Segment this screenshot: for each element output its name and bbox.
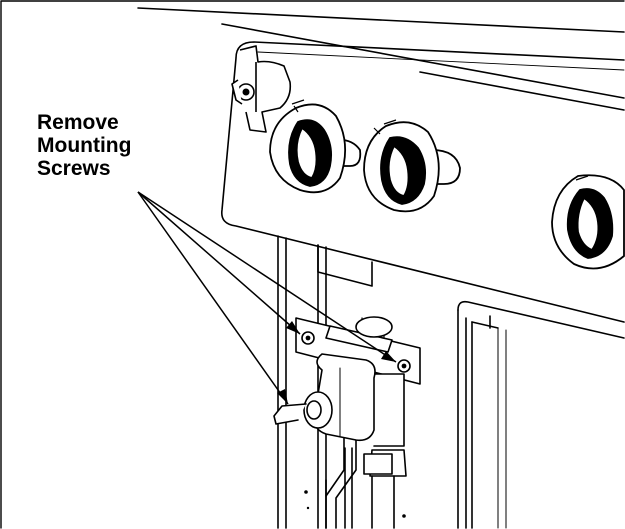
arrowhead	[277, 389, 288, 404]
door-panel	[457, 300, 625, 529]
gas-valve-icon	[273, 353, 407, 529]
arrowhead	[286, 321, 300, 334]
valve-bracket	[295, 316, 421, 385]
leader-lines	[137, 191, 397, 405]
arrowhead	[381, 351, 396, 362]
lid-edge	[137, 7, 625, 111]
callout-line-remove: Remove	[37, 111, 119, 134]
control-knob-icon	[269, 99, 362, 194]
control-knob-icon	[363, 119, 461, 213]
control-panel	[220, 41, 625, 323]
arrowheads	[277, 321, 396, 404]
callout-line-mounting: Mounting	[37, 134, 132, 157]
callout-line-screws: Screws	[37, 157, 111, 180]
control-knob-icon	[551, 174, 625, 270]
wing-knob-icon	[231, 45, 292, 133]
